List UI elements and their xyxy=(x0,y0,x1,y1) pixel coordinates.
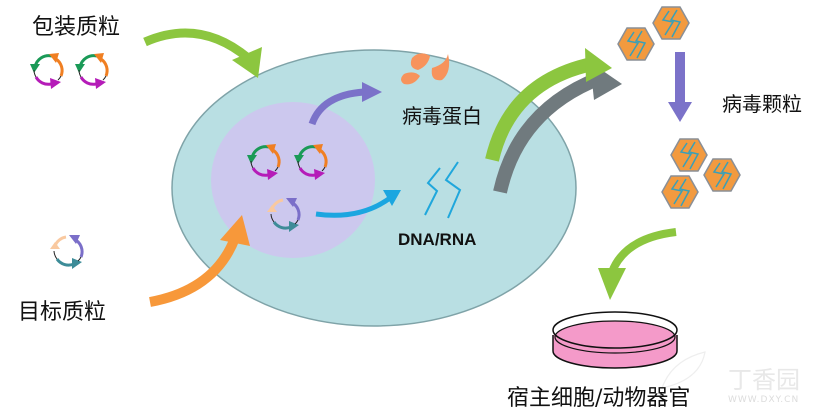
virus-particle-icon xyxy=(617,27,655,61)
arrow-nucleus-to-protein xyxy=(308,82,382,126)
label-target-plasmid: 目标质粒 xyxy=(18,300,107,325)
label-viral-protein: 病毒蛋白 xyxy=(402,104,482,128)
arrow-nucleus-to-dna xyxy=(315,190,401,218)
label-viral-particles: 病毒颗粒 xyxy=(722,92,802,116)
arrow-cell-to-particles xyxy=(485,48,622,194)
watermark-brand: 丁香园 xyxy=(728,366,800,394)
label-dna-rna: DNA/RNA xyxy=(398,230,477,249)
dna-rna-icon xyxy=(424,161,462,219)
watermark-url: WWW.DXY.CN xyxy=(728,395,800,405)
virus-particle-icon xyxy=(670,138,708,172)
label-host: 宿主细胞/动物器官 xyxy=(507,386,691,411)
virus-particle-icon xyxy=(661,175,699,209)
target-plasmid-icon xyxy=(48,233,84,271)
arrow-particles-down xyxy=(668,52,692,122)
nucleus xyxy=(211,102,375,258)
packaging-plasmid-icon xyxy=(73,51,109,91)
virus-particle-icon xyxy=(703,158,741,192)
label-packaging-plasmid: 包装质粒 xyxy=(32,15,121,40)
arrow-packaging-to-cell xyxy=(143,28,262,78)
arrow-particles-to-host xyxy=(598,228,677,300)
virus-particle-icon xyxy=(652,6,690,40)
petri-dish-icon xyxy=(552,311,678,369)
watermark-logo-icon xyxy=(661,351,706,389)
arrow-target-to-nucleus xyxy=(149,215,250,307)
packaging-plasmid-icon xyxy=(28,51,64,91)
viral-protein-icon xyxy=(401,53,450,85)
